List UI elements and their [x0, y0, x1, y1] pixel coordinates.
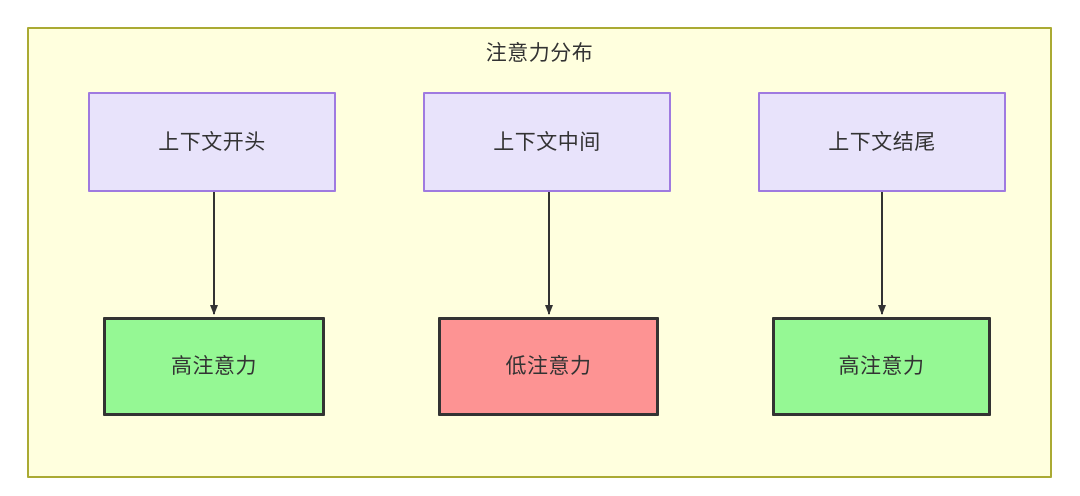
node-context-middle[interactable]: 上下文中间: [423, 92, 671, 192]
node-high-attention-end[interactable]: 高注意力: [772, 317, 991, 416]
node-context-end[interactable]: 上下文结尾: [758, 92, 1006, 192]
node-context-start[interactable]: 上下文开头: [88, 92, 336, 192]
cluster-title: 注意力分布: [485, 42, 594, 65]
node-low-attention-middle[interactable]: 低注意力: [438, 317, 659, 416]
node-high-attention-start[interactable]: 高注意力: [103, 317, 325, 416]
